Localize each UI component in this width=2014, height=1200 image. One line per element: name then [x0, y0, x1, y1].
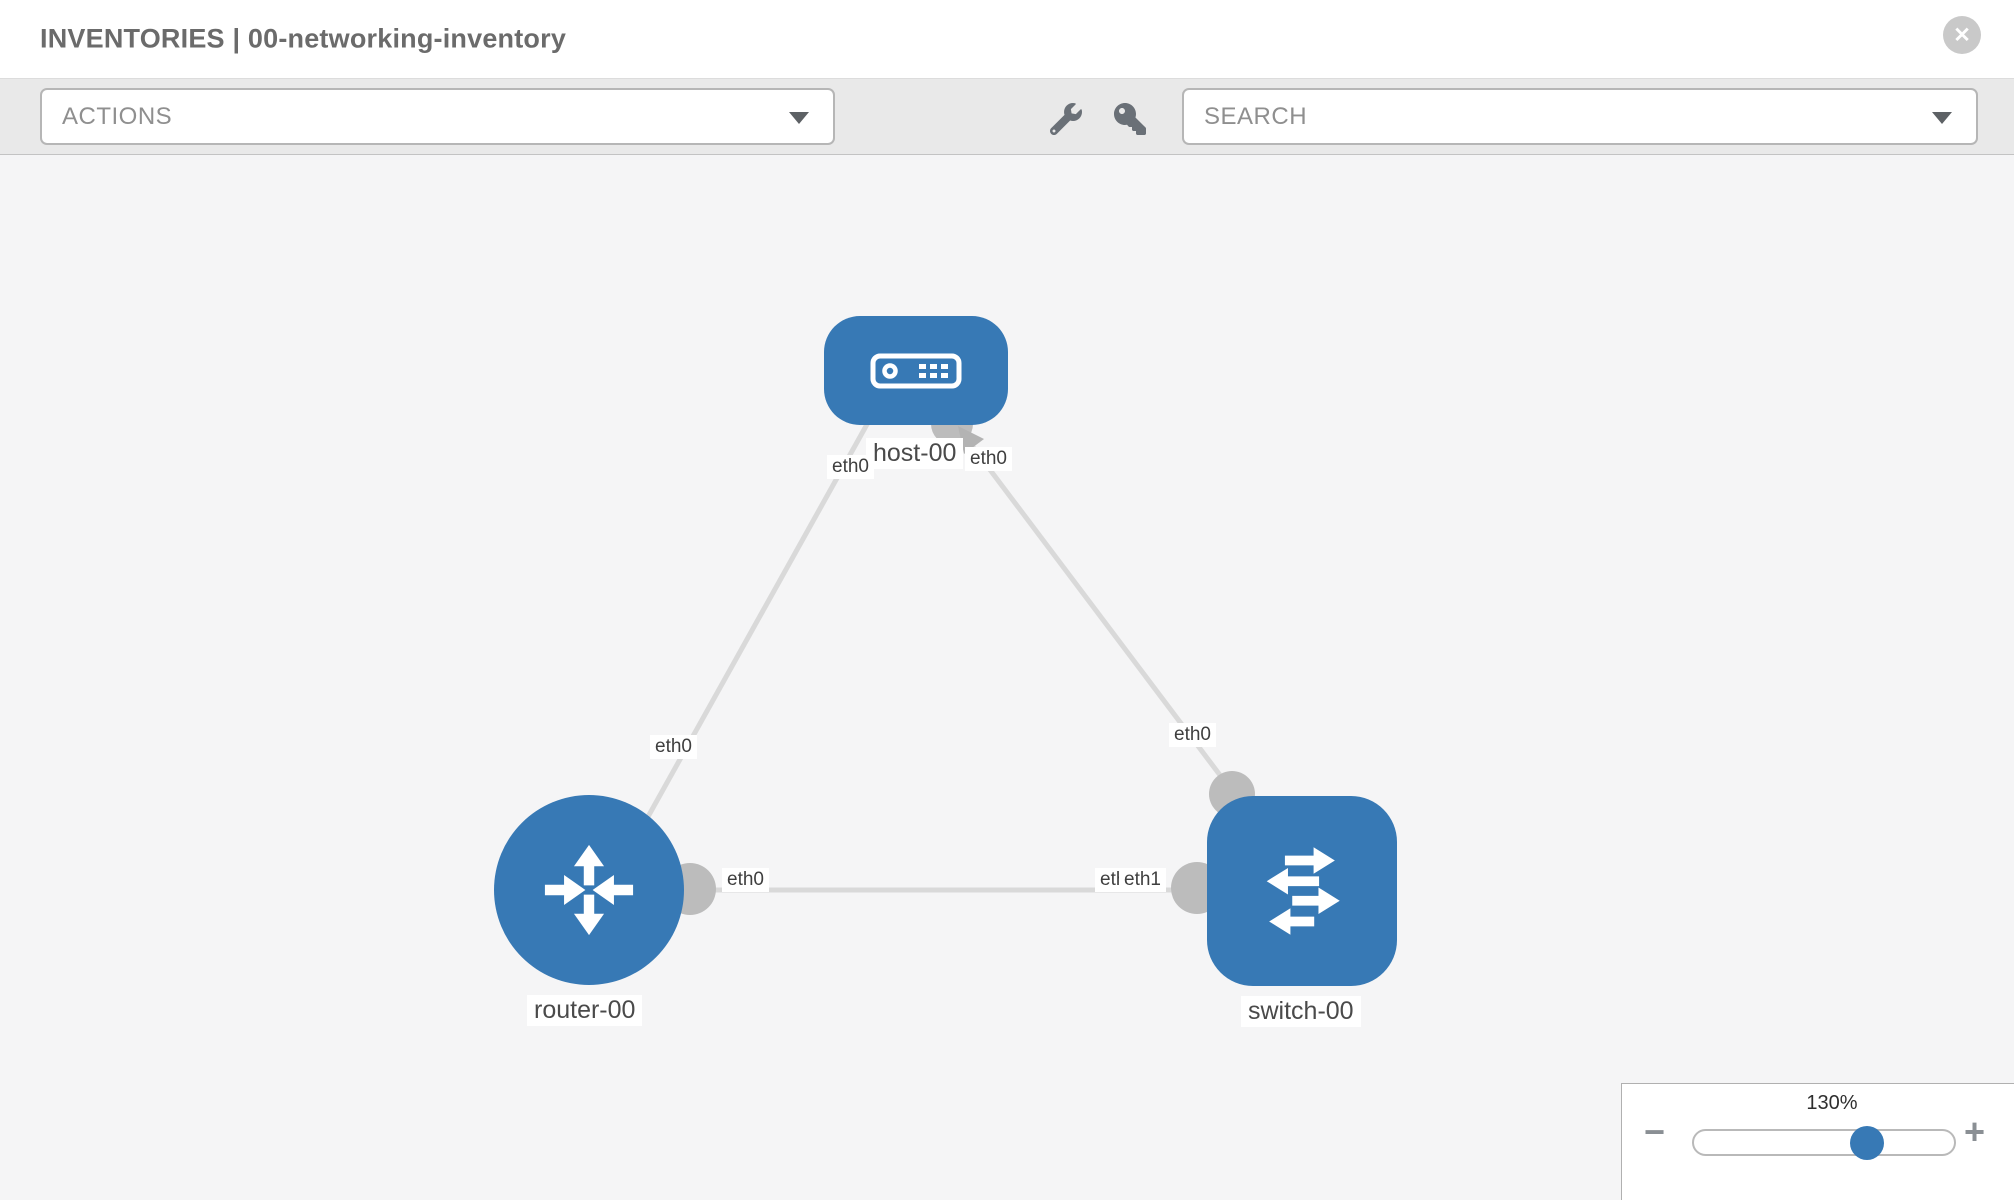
zoom-in-button[interactable]: + — [1964, 1114, 1985, 1150]
link-arrowhead — [958, 426, 984, 454]
key-icon — [1114, 103, 1146, 135]
link-host-router — [632, 408, 878, 842]
interface-label: eth0 — [827, 455, 874, 479]
zoom-slider-track[interactable] — [1692, 1126, 1956, 1160]
search-dropdown-label: SEARCH — [1204, 102, 1308, 130]
chevron-down-icon — [1932, 111, 1952, 124]
zoom-percent-readout: 130% — [1806, 1092, 1858, 1114]
minus-icon: − — [1644, 1111, 1666, 1152]
zoom-control-panel: 130% − + — [1621, 1083, 2014, 1200]
search-dropdown[interactable]: SEARCH — [1182, 88, 1978, 145]
interface-label: eth0 — [965, 447, 1012, 471]
interface-label: eth0 — [722, 868, 769, 892]
close-button[interactable]: ✕ — [1943, 16, 1981, 54]
node-label-router: router-00 — [527, 995, 643, 1026]
server-icon — [870, 353, 962, 388]
router-icon — [544, 844, 634, 936]
switch-icon — [1266, 847, 1340, 935]
zoom-slider-knob[interactable] — [1850, 1126, 1884, 1160]
topology-links-layer — [632, 403, 1255, 915]
toolbar: ACTIONS SEARCH — [0, 78, 2014, 155]
tools-button[interactable] — [1046, 99, 1086, 139]
node-host-00[interactable] — [824, 316, 1008, 425]
plus-icon: + — [1964, 1111, 1986, 1152]
node-label-host: host-00 — [866, 438, 964, 469]
actions-dropdown-label: ACTIONS — [62, 102, 173, 130]
node-switch-00[interactable] — [1207, 796, 1397, 986]
page-title: INVENTORIES | 00-networking-inventory — [40, 23, 567, 54]
node-label-switch: switch-00 — [1241, 996, 1361, 1027]
wrench-icon — [1050, 103, 1082, 135]
topology-canvas[interactable]: host-00 router-00 switch-00 eth0 eth0 et… — [0, 155, 2014, 1200]
link-host-switch — [943, 408, 1252, 817]
page-header: INVENTORIES | 00-networking-inventory ✕ — [0, 0, 2014, 78]
zoom-out-button[interactable]: − — [1644, 1114, 1665, 1150]
actions-dropdown[interactable]: ACTIONS — [40, 88, 835, 145]
close-icon: ✕ — [1953, 23, 1971, 47]
interface-label: eth1 — [1119, 868, 1166, 892]
chevron-down-icon — [789, 111, 809, 124]
interface-label: eth0 — [1169, 723, 1216, 747]
credentials-button[interactable] — [1110, 99, 1150, 139]
node-router-00[interactable] — [494, 795, 684, 985]
interface-label: eth0 — [650, 735, 697, 759]
